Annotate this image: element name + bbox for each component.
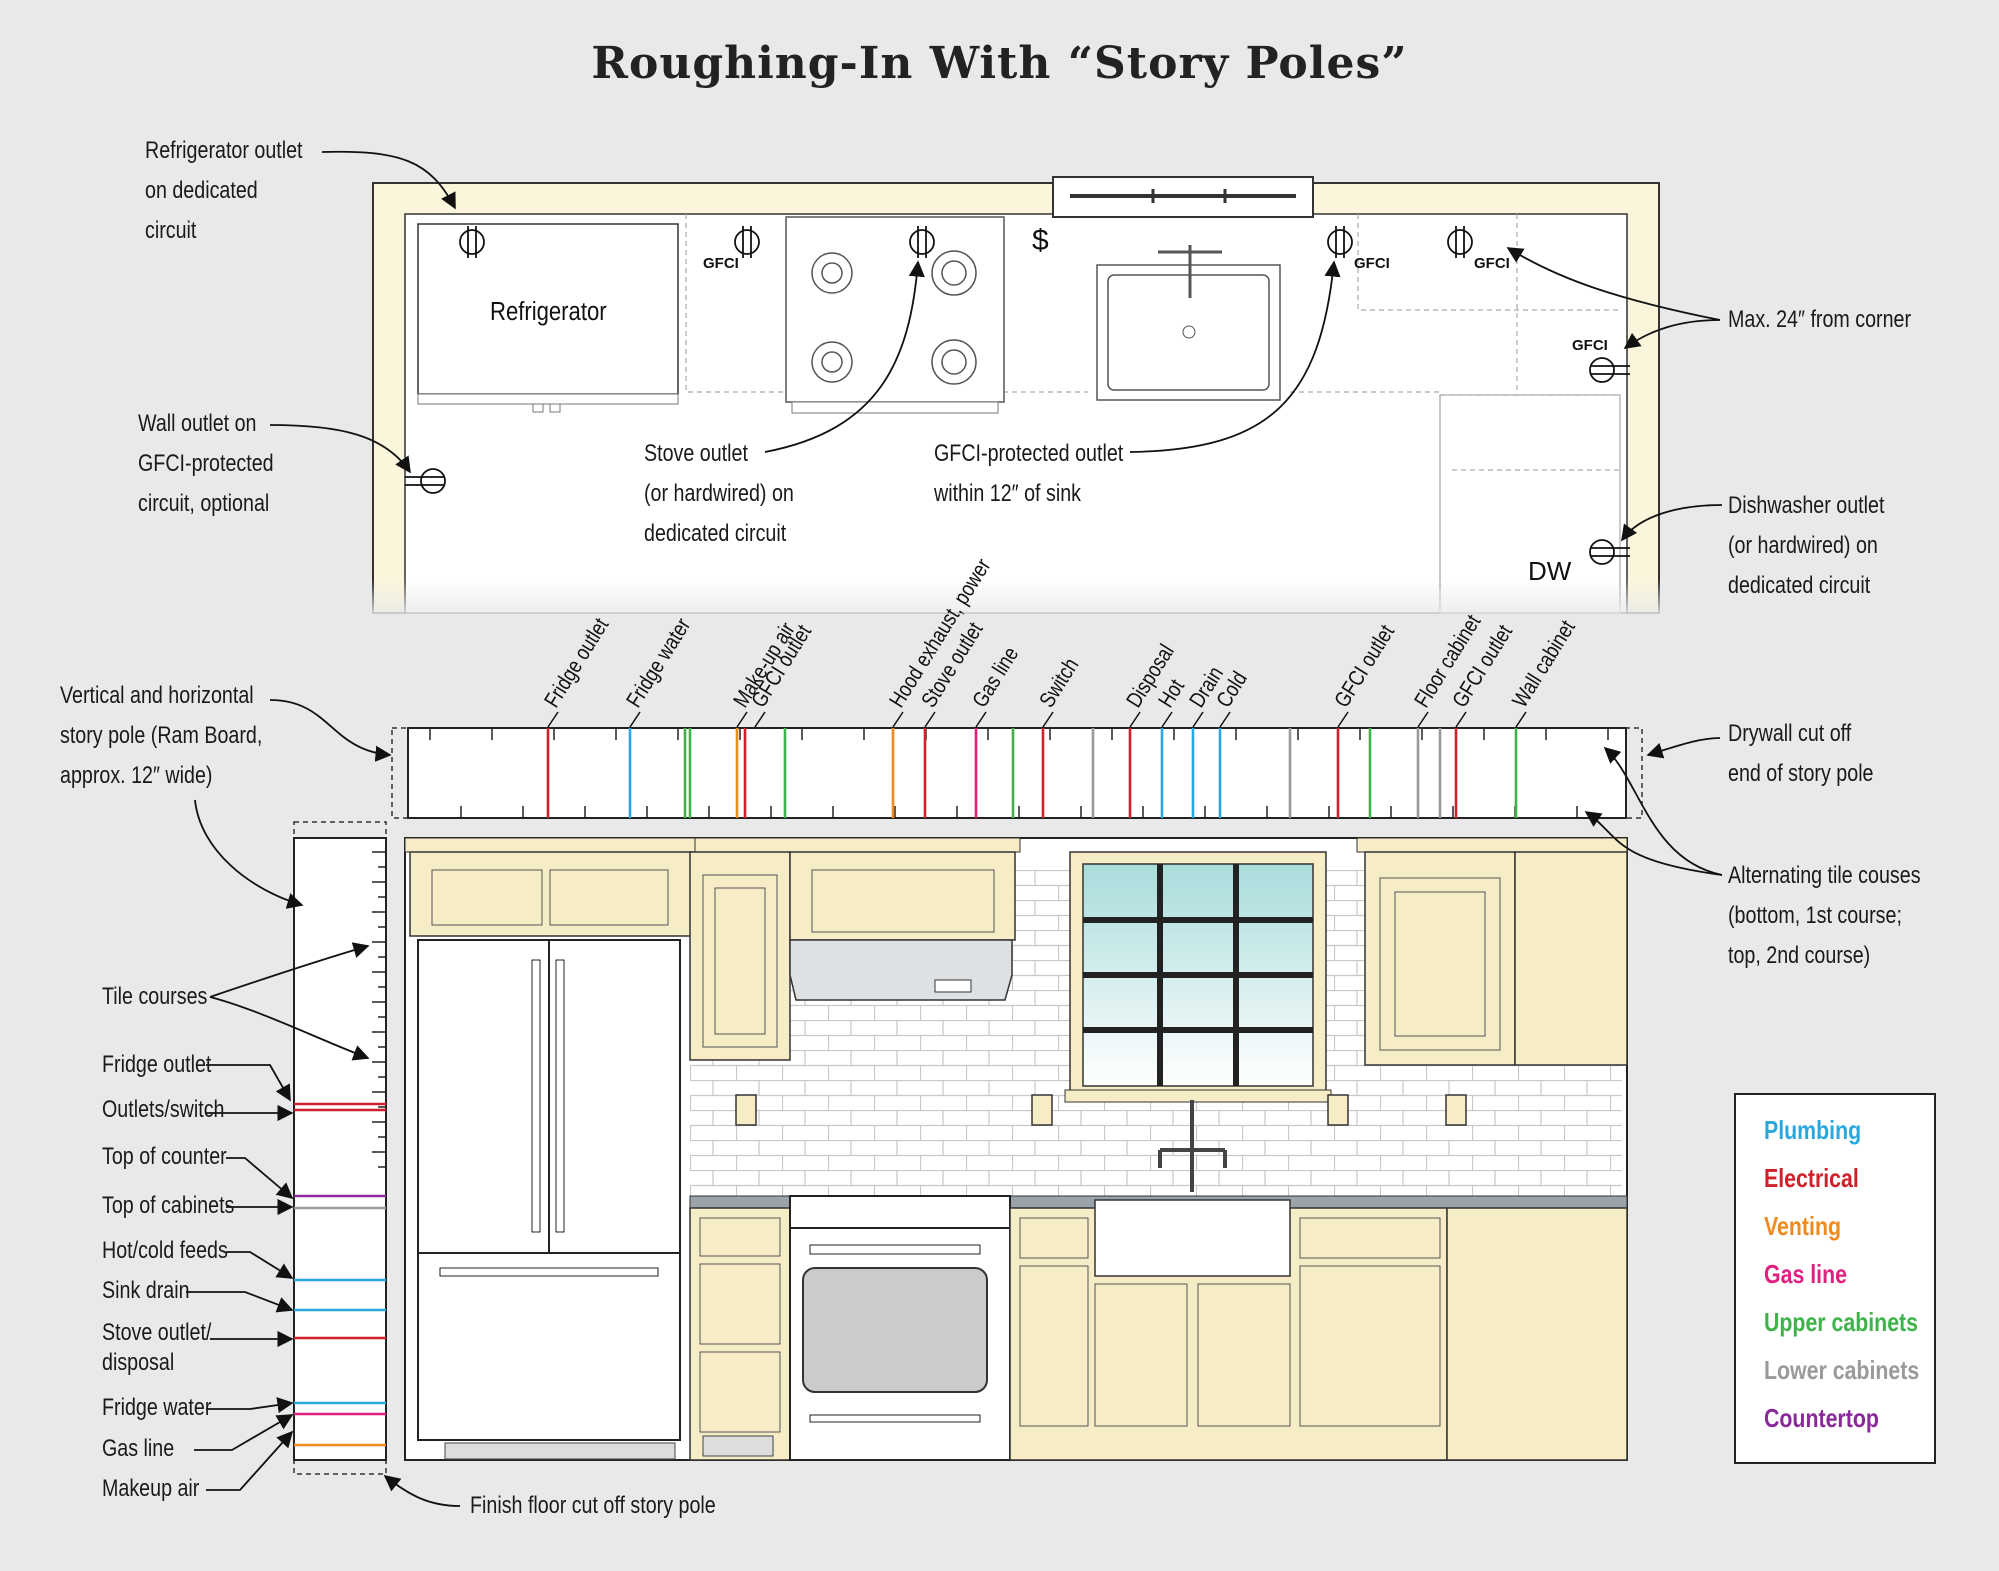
finish-floor-callout: Finish floor cut off story pole [470,1492,716,1519]
label-leader [736,711,748,728]
label-leader [547,711,559,728]
legend-electrical: Electrical [1764,1163,1859,1193]
legend-countertop: Countertop [1764,1403,1879,1433]
vertical-story-pole [293,821,387,1475]
label-leader [754,711,766,728]
pole-label: Wall cabinet [1508,616,1580,712]
label-leader [924,711,936,728]
label-leader [1219,711,1231,728]
legend-lower-cabinets: Lower cabinets [1764,1355,1920,1385]
switch-symbol: $ [1032,224,1049,257]
tile-course-callout: Alternating tile couses(bottom, 1st cour… [1728,862,1921,969]
label-leader [1192,711,1204,728]
kitchen-elevation [404,837,1628,1461]
legend-venting: Venting [1764,1211,1842,1241]
sink-drain-label: Sink drain [102,1277,190,1304]
pole-label: Fridge outlet [540,614,614,712]
label-leader [1515,711,1527,728]
outlets-switch-label: Outlets/switch [102,1096,225,1123]
makeup-air-label: Makeup air [102,1475,200,1502]
gfci-label: GFCI [703,255,739,272]
label-leader [1455,711,1467,728]
horizontal-story-pole [391,727,1643,819]
gfci-label: GFCI [1354,255,1390,272]
callout-arrows [186,150,1723,1507]
gfci-label: GFCI [1572,337,1608,354]
label-leader [1337,711,1349,728]
label-leader [1042,711,1054,728]
pole-label: Switch [1035,654,1084,712]
gas-line-label: Gas line [102,1435,175,1462]
hot-cold-feeds-label: Hot/cold feeds [102,1237,228,1264]
label-leader [1129,711,1141,728]
label-leader [1161,711,1173,728]
label-leader [1417,711,1429,728]
label-leader [975,711,987,728]
pole-label: Fridge water [622,614,696,712]
fridge-water-label: Fridge water [102,1394,212,1421]
label-leader [629,711,641,728]
stove-disposal-label: Stove outlet/disposal [102,1319,212,1376]
top-of-cabinets-label: Top of cabinets [102,1192,235,1219]
pole-label: GFCI outlet [1330,621,1399,712]
tile-courses-label: Tile courses [102,983,208,1010]
top-of-counter-label: Top of counter [102,1143,227,1170]
legend: Plumbing Electrical Venting Gas line Upp… [1734,1093,1936,1464]
legend-gas-line: Gas line [1764,1259,1847,1289]
dishwasher-label: DW [1528,556,1572,586]
pole-label: Gas line [968,643,1023,712]
floor-plan [290,176,1690,620]
legend-upper-cabinets: Upper cabinets [1764,1307,1919,1337]
gfci-label: GFCI [1474,255,1510,272]
fridge-outlet-label: Fridge outlet [102,1051,212,1078]
label-leader [892,711,904,728]
legend-plumbing: Plumbing [1764,1115,1862,1145]
max-24-callout: Max. 24″ from corner [1728,306,1912,333]
refrigerator-label: Refrigerator [490,297,607,326]
page-title: Roughing-In With “Story Poles” [591,38,1408,89]
